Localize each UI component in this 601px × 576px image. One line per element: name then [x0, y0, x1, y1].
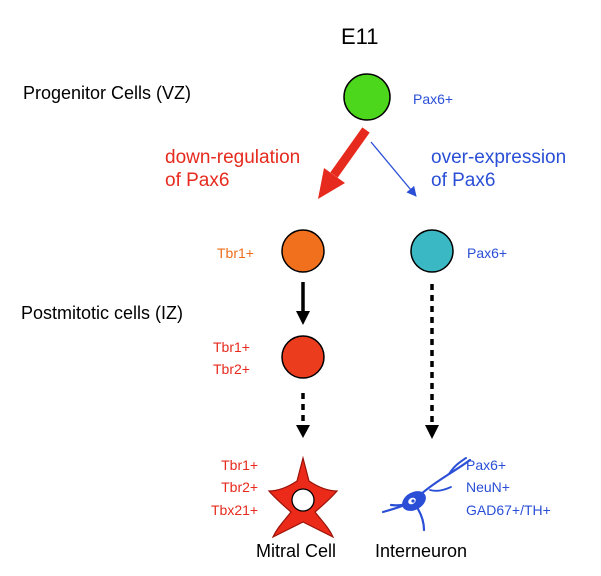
tbr1-tbr2-cell-markers: Tbr1+ Tbr2+: [213, 336, 250, 381]
mitral-markers: Tbr1+ Tbr2+ Tbx21+: [211, 454, 258, 521]
over-expression-arrow: [370, 141, 417, 197]
down-regulation-line2: of Pax6: [165, 170, 230, 192]
pax6-cell-marker: Pax6+: [467, 245, 508, 261]
tbr1-cell: [281, 229, 325, 273]
pax6-cell: [410, 229, 454, 273]
down-regulation-label: down-regulation of Pax6: [165, 146, 300, 192]
tbr1-tbr2-marker-1: Tbr1+: [213, 339, 250, 355]
progenitor-stage-label: Progenitor Cells (VZ): [23, 83, 192, 103]
tbr1-tbr2-cell: [281, 335, 325, 379]
over-expression-line2: of Pax6: [431, 170, 496, 192]
interneuron-maturation-arrow: [425, 284, 439, 439]
interneuron-marker-2: NeuN+: [466, 479, 510, 496]
over-expression-label: over-expression of Pax6: [431, 146, 566, 192]
progenitor-cell: [343, 73, 391, 121]
stage-title: E11: [341, 24, 379, 49]
interneuron-markers: Pax6+ NeuN+ GAD67+/TH+: [466, 454, 551, 521]
interneuron-label: Interneuron: [375, 541, 468, 561]
down-regulation-line1: down-regulation: [165, 147, 301, 168]
postmitotic-stage-label: Postmitotic cells (IZ): [21, 303, 184, 323]
mitral-marker-3: Tbx21+: [211, 501, 259, 518]
interneuron-marker-1: Pax6+: [466, 457, 507, 473]
interneuron-cell: [381, 457, 472, 532]
mitral-maturation-arrow: [296, 393, 310, 438]
mitral-cell: [267, 455, 339, 539]
tbr1-tbr2-marker-2: Tbr2+: [213, 361, 250, 378]
over-expression-line1: over-expression: [431, 147, 567, 168]
progenitor-marker: Pax6+: [413, 91, 454, 107]
mitral-marker-2: Tbr2+: [221, 479, 259, 496]
interneuron-marker-3: GAD67+/TH+: [466, 501, 551, 518]
down-regulation-arrow: [318, 127, 370, 199]
mitral-cell-label: Mitral Cell: [256, 541, 337, 561]
mitral-marker-1: Tbr1+: [221, 457, 259, 473]
tbr1-cell-marker: Tbr1+: [217, 245, 254, 261]
differentiation-arrow: [296, 282, 310, 325]
